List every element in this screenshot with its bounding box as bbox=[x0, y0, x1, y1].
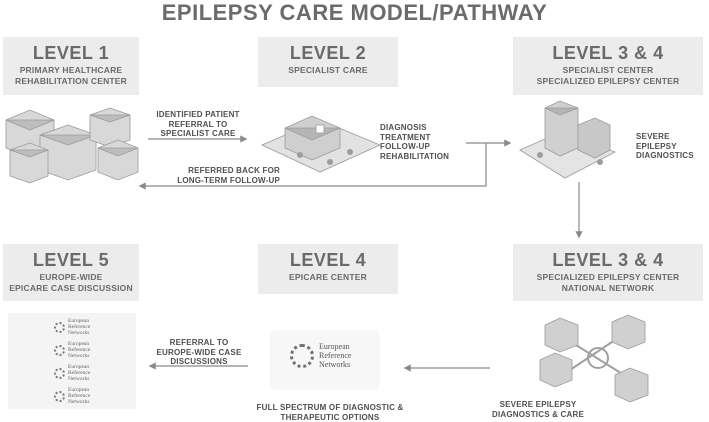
level-5-sub-2: EPICARE CASE DISCUSSION bbox=[9, 283, 133, 293]
ern-logo-icon bbox=[290, 343, 314, 368]
level-3-4-bottom-box: LEVEL 3 & 4 SPECIALIZED EPILEPSY CENTER … bbox=[513, 244, 703, 301]
national-network-illustration bbox=[539, 314, 649, 403]
level-3-4-bottom-sub-1: SPECIALIZED EPILEPSY CENTER bbox=[536, 272, 680, 282]
epicare-center-glow bbox=[270, 330, 380, 390]
page-title: EPILEPSY CARE MODEL/PATHWAY bbox=[161, 0, 548, 25]
level-2-sub-1: SPECIALIST CARE bbox=[288, 65, 368, 75]
level-3-4-top-sub-2: SPECIALIZED EPILEPSY CENTER bbox=[536, 76, 680, 86]
label-full-spectrum: FULL SPECTRUM OF DIAGNOSTIC &THERAPEUTIC… bbox=[256, 403, 404, 422]
level-2-box: LEVEL 2 SPECIALIST CARE bbox=[258, 37, 398, 87]
level-4-box: LEVEL 4 EPICARE CENTER bbox=[258, 244, 398, 294]
level-4-sub-1: EPICARE CENTER bbox=[289, 272, 367, 282]
specialist-center-tower-illustration bbox=[519, 100, 616, 179]
level-1-sub-1: PRIMARY HEALTHCARE bbox=[19, 65, 123, 75]
level-4-title: LEVEL 4 bbox=[289, 250, 367, 270]
level-3-4-top-box: LEVEL 3 & 4 SPECIALIST CENTER SPECIALIZE… bbox=[513, 37, 703, 95]
level-2-title: LEVEL 2 bbox=[289, 43, 367, 63]
level-3-4-bottom-title: LEVEL 3 & 4 bbox=[552, 250, 664, 270]
level-5-title: LEVEL 5 bbox=[32, 250, 110, 270]
level-3-4-bottom-sub-2: NATIONAL NETWORK bbox=[561, 283, 655, 293]
level-3-4-top-sub-1: SPECIALIST CENTER bbox=[562, 65, 654, 75]
level-5-sub-1: EUROPE-WIDE bbox=[39, 272, 103, 282]
primary-care-buildings-illustration bbox=[5, 107, 139, 184]
ern-logo-icon bbox=[54, 321, 65, 333]
level-1-title: LEVEL 1 bbox=[32, 43, 110, 63]
specialist-care-hospital-illustration bbox=[261, 115, 382, 173]
level-1-sub-2: REHABILITATION CENTER bbox=[14, 76, 128, 86]
level-1-box: LEVEL 1 PRIMARY HEALTHCARE REHABILITATIO… bbox=[3, 37, 139, 95]
ern-logo-icon bbox=[54, 390, 65, 402]
level-3-4-top-title: LEVEL 3 & 4 bbox=[552, 43, 664, 63]
ern-logo-icon bbox=[54, 367, 65, 379]
arrow-referred-back bbox=[138, 143, 487, 190]
europe-map-image bbox=[8, 313, 136, 409]
level-5-box: LEVEL 5 EUROPE-WIDE EPICARE CASE DISCUSS… bbox=[3, 244, 139, 301]
ern-logo-icon bbox=[54, 344, 65, 356]
